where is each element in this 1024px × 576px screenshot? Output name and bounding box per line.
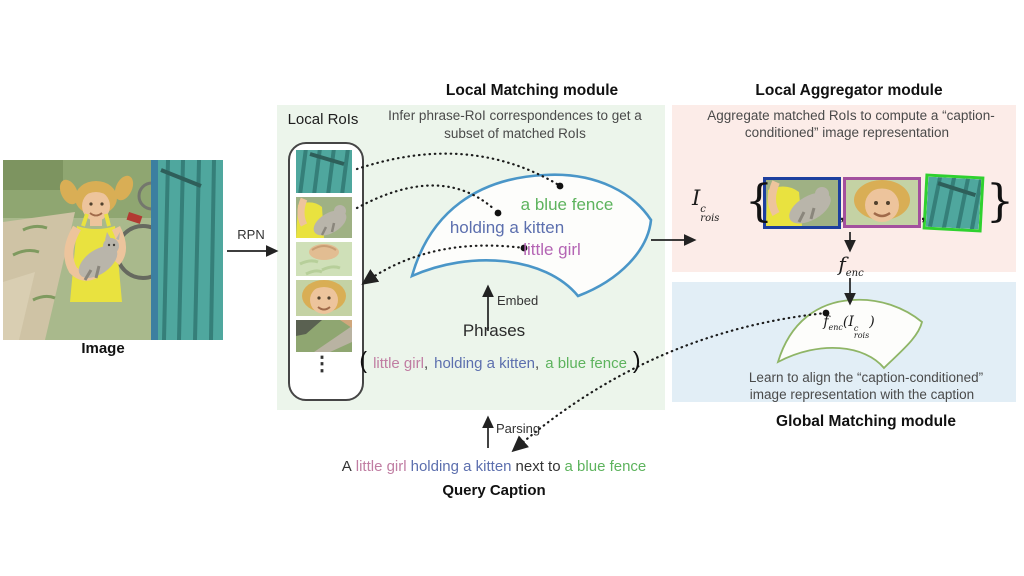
parsing-label: Parsing bbox=[496, 421, 541, 436]
crop-comma-1: , bbox=[840, 207, 845, 224]
global-matching-desc-line2: image representation with the caption bbox=[749, 387, 975, 402]
local-aggregator-title: Local Aggregator module bbox=[755, 82, 943, 99]
matched-roi-girl-face bbox=[843, 177, 921, 228]
tuple-open-paren: ( bbox=[359, 347, 368, 373]
roi-crop-fence bbox=[296, 150, 352, 193]
matched-roi-kitten bbox=[763, 177, 841, 229]
rpn-label: RPN bbox=[237, 227, 265, 242]
input-image bbox=[3, 159, 223, 345]
f-enc-label: fenc bbox=[838, 252, 864, 279]
local-rois-label: Local RoIs bbox=[287, 111, 359, 128]
local-aggregator-desc-line1: Aggregate matched RoIs to compute a “cap… bbox=[707, 108, 995, 123]
tuple-item-a-blue-fence: a blue fence bbox=[545, 355, 627, 372]
embed-label: Embed bbox=[497, 293, 539, 308]
tuple-item-little-girl: little girl, bbox=[373, 355, 429, 372]
roi-crop-kitten bbox=[296, 197, 352, 238]
phrase-tuple: ( little girl, holding a kitten, a blue … bbox=[359, 347, 640, 374]
open-brace: { bbox=[745, 176, 773, 227]
girl-with-kitten-photo bbox=[3, 159, 223, 341]
embedded-phrase-holding-a-kitten: holding a kitten bbox=[449, 218, 565, 237]
global-matching-desc-line1: Learn to align the “caption-conditioned” bbox=[748, 370, 984, 385]
local-matching-title: Local Matching module bbox=[445, 82, 619, 99]
query-caption-label: Query Caption bbox=[442, 482, 546, 499]
caption-phrase-little-girl: little girl bbox=[355, 458, 407, 475]
image-label: Image bbox=[81, 340, 125, 357]
close-brace: } bbox=[986, 176, 1014, 227]
embedded-phrase-little-girl: little girl bbox=[523, 240, 581, 259]
matched-roi-fence bbox=[922, 173, 985, 233]
roi-crop-hand-grass bbox=[296, 242, 352, 276]
tuple-close-paren: ) bbox=[632, 347, 641, 373]
local-aggregator-desc-line2: conditioned” image representation bbox=[744, 125, 950, 140]
local-matching-desc-line2: subset of matched RoIs bbox=[444, 126, 586, 141]
global-matching-title: Global Matching module bbox=[776, 413, 956, 430]
query-caption-text: A little girl holding a kitten next to a… bbox=[342, 458, 647, 475]
caption-words-next-to: next to bbox=[515, 458, 561, 475]
roi-crop-girl-face bbox=[296, 280, 352, 316]
roi-ellipsis: ⋮ bbox=[312, 353, 332, 375]
phrases-label: Phrases bbox=[462, 321, 526, 340]
embedded-phrase-a-blue-fence: a blue fence bbox=[520, 195, 614, 214]
roi-crop-grass-path bbox=[296, 320, 352, 352]
caption-phrase-holding-a-kitten: holding a kitten bbox=[410, 458, 512, 475]
crop-comma-2: , bbox=[921, 207, 926, 224]
caption-phrase-a-blue-fence: a blue fence bbox=[564, 458, 647, 475]
tuple-item-holding-a-kitten: holding a kitten, bbox=[434, 355, 540, 372]
local-matching-desc-line1: Infer phrase-RoI correspondences to get … bbox=[388, 108, 642, 123]
caption-word-a: A bbox=[341, 458, 352, 475]
